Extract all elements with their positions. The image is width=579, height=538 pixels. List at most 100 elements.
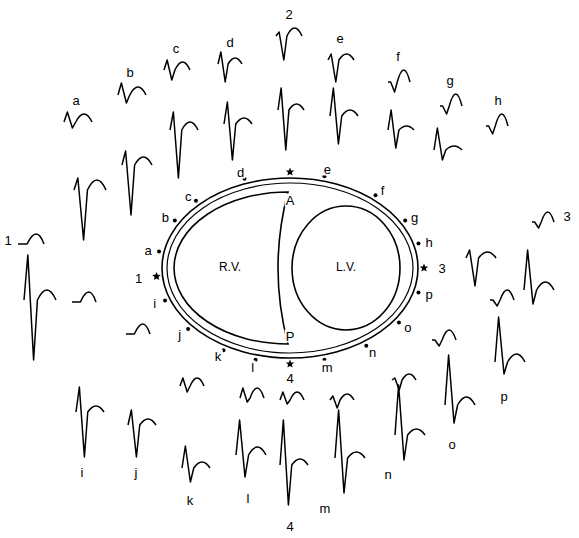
- ecg-trace: [126, 324, 150, 334]
- lead-position-label: p: [424, 288, 433, 301]
- lead-position-label: h: [493, 94, 502, 107]
- epicardium-outline: [162, 178, 418, 358]
- ecg-trace: [486, 114, 508, 134]
- ecg-trace: [164, 60, 190, 80]
- lead-position-label: 1: [3, 234, 12, 247]
- ecg-trace: [445, 355, 475, 423]
- lead-position-label: a: [144, 244, 153, 257]
- epicardium-inner-line: [167, 183, 413, 353]
- lead-position-label: 2: [284, 8, 293, 21]
- electrode-star: [420, 264, 429, 272]
- lead-position-label: o: [447, 438, 456, 451]
- lead-position-label: h: [424, 235, 433, 248]
- ecg-trace: [72, 292, 96, 302]
- lead-position-label: c: [184, 189, 193, 202]
- ecg-trace: [330, 394, 354, 408]
- electrode-dot: [194, 199, 198, 203]
- ecg-trace: [218, 52, 242, 82]
- lead-position-label: d: [225, 36, 234, 49]
- ecg-trace: [392, 374, 416, 390]
- ecg-trace: [432, 330, 456, 346]
- ecg-trace: [524, 250, 554, 304]
- ecg-trace: [335, 410, 365, 493]
- ecg-trace: [388, 110, 414, 148]
- lead-position-label: m: [319, 502, 332, 515]
- ecg-traces: [18, 28, 554, 505]
- electrode-markers: [152, 168, 428, 368]
- ecg-trace: [182, 446, 210, 482]
- lead-position-label: i: [80, 466, 85, 479]
- lead-position-label: i: [152, 296, 157, 309]
- lead-position-label: d: [236, 166, 245, 179]
- lead-position-label: j: [177, 327, 182, 340]
- ecg-trace: [280, 392, 304, 404]
- ecg-trace: [490, 290, 514, 306]
- lead-position-label: g: [445, 74, 454, 87]
- ecg-trace: [240, 388, 264, 402]
- ecg-trace: [24, 255, 56, 360]
- lead-position-label: n: [383, 468, 392, 481]
- electrode-dot: [403, 219, 407, 223]
- lead-position-label: e: [323, 163, 332, 176]
- lead-position-label: b: [161, 211, 170, 224]
- electrode-star: [286, 168, 295, 176]
- lead-position-label: l: [250, 360, 255, 373]
- ecg-trace: [280, 420, 308, 505]
- ecg-trace: [276, 28, 302, 60]
- left-ventricle: L.V.: [292, 206, 400, 330]
- lead-position-label: 3: [562, 210, 571, 223]
- electrode-dot: [416, 241, 420, 245]
- electrode-dot: [163, 298, 167, 302]
- lead-position-label: j: [134, 466, 139, 479]
- ecg-trace: [122, 151, 152, 215]
- lead-position-label: g: [410, 211, 419, 224]
- electrode-dot: [157, 250, 161, 254]
- ecg-trace: [118, 83, 146, 103]
- electrode-dot: [186, 327, 190, 331]
- lead-position-label: n: [368, 345, 377, 358]
- lead-position-label: o: [403, 320, 412, 333]
- ecg-trace: [180, 378, 204, 392]
- lead-position-label: m: [321, 360, 334, 373]
- chamber-label: L.V.: [336, 261, 356, 274]
- ecg-trace: [236, 420, 266, 477]
- ecg-trace: [495, 317, 525, 374]
- ecg-trace: [328, 54, 354, 82]
- ecg-trace: [278, 88, 304, 150]
- lead-position-label: f: [395, 50, 401, 63]
- lead-position-label: a: [71, 94, 80, 107]
- chamber-wall: [174, 192, 288, 344]
- ecg-trace: [18, 234, 44, 244]
- lead-position-label: 3: [437, 262, 446, 275]
- electrode-star: [286, 360, 295, 368]
- septum-label: P: [285, 330, 296, 343]
- ecg-trace: [128, 410, 156, 457]
- lead-position-label: p: [499, 390, 508, 403]
- lead-position-label: b: [125, 66, 134, 79]
- electrode-dot: [373, 193, 377, 197]
- chamber-wall: [292, 206, 400, 330]
- ecg-trace: [64, 112, 92, 128]
- ecg-trace: [466, 250, 496, 286]
- lead-position-label: f: [380, 183, 386, 196]
- lead-position-label: 1: [134, 271, 143, 284]
- right-ventricle: R.V.: [170, 190, 290, 346]
- ecg-trace: [395, 385, 425, 460]
- lead-position-label: l: [246, 492, 251, 505]
- lead-position-label: k: [214, 350, 223, 363]
- ecg-trace: [74, 178, 106, 240]
- lead-position-label: 4: [285, 520, 294, 533]
- ecg-trace: [532, 212, 554, 228]
- electrode-dot: [173, 219, 177, 223]
- ecg-trace: [388, 70, 410, 92]
- lead-position-label: k: [186, 494, 195, 507]
- lead-position-label: e: [335, 32, 344, 45]
- electrode-dot: [416, 291, 420, 295]
- ecg-trace: [330, 88, 358, 144]
- ecg-trace: [76, 387, 104, 457]
- ecg-trace: [224, 102, 252, 160]
- lead-position-label: 4: [285, 372, 294, 385]
- ecg-trace: [170, 112, 198, 178]
